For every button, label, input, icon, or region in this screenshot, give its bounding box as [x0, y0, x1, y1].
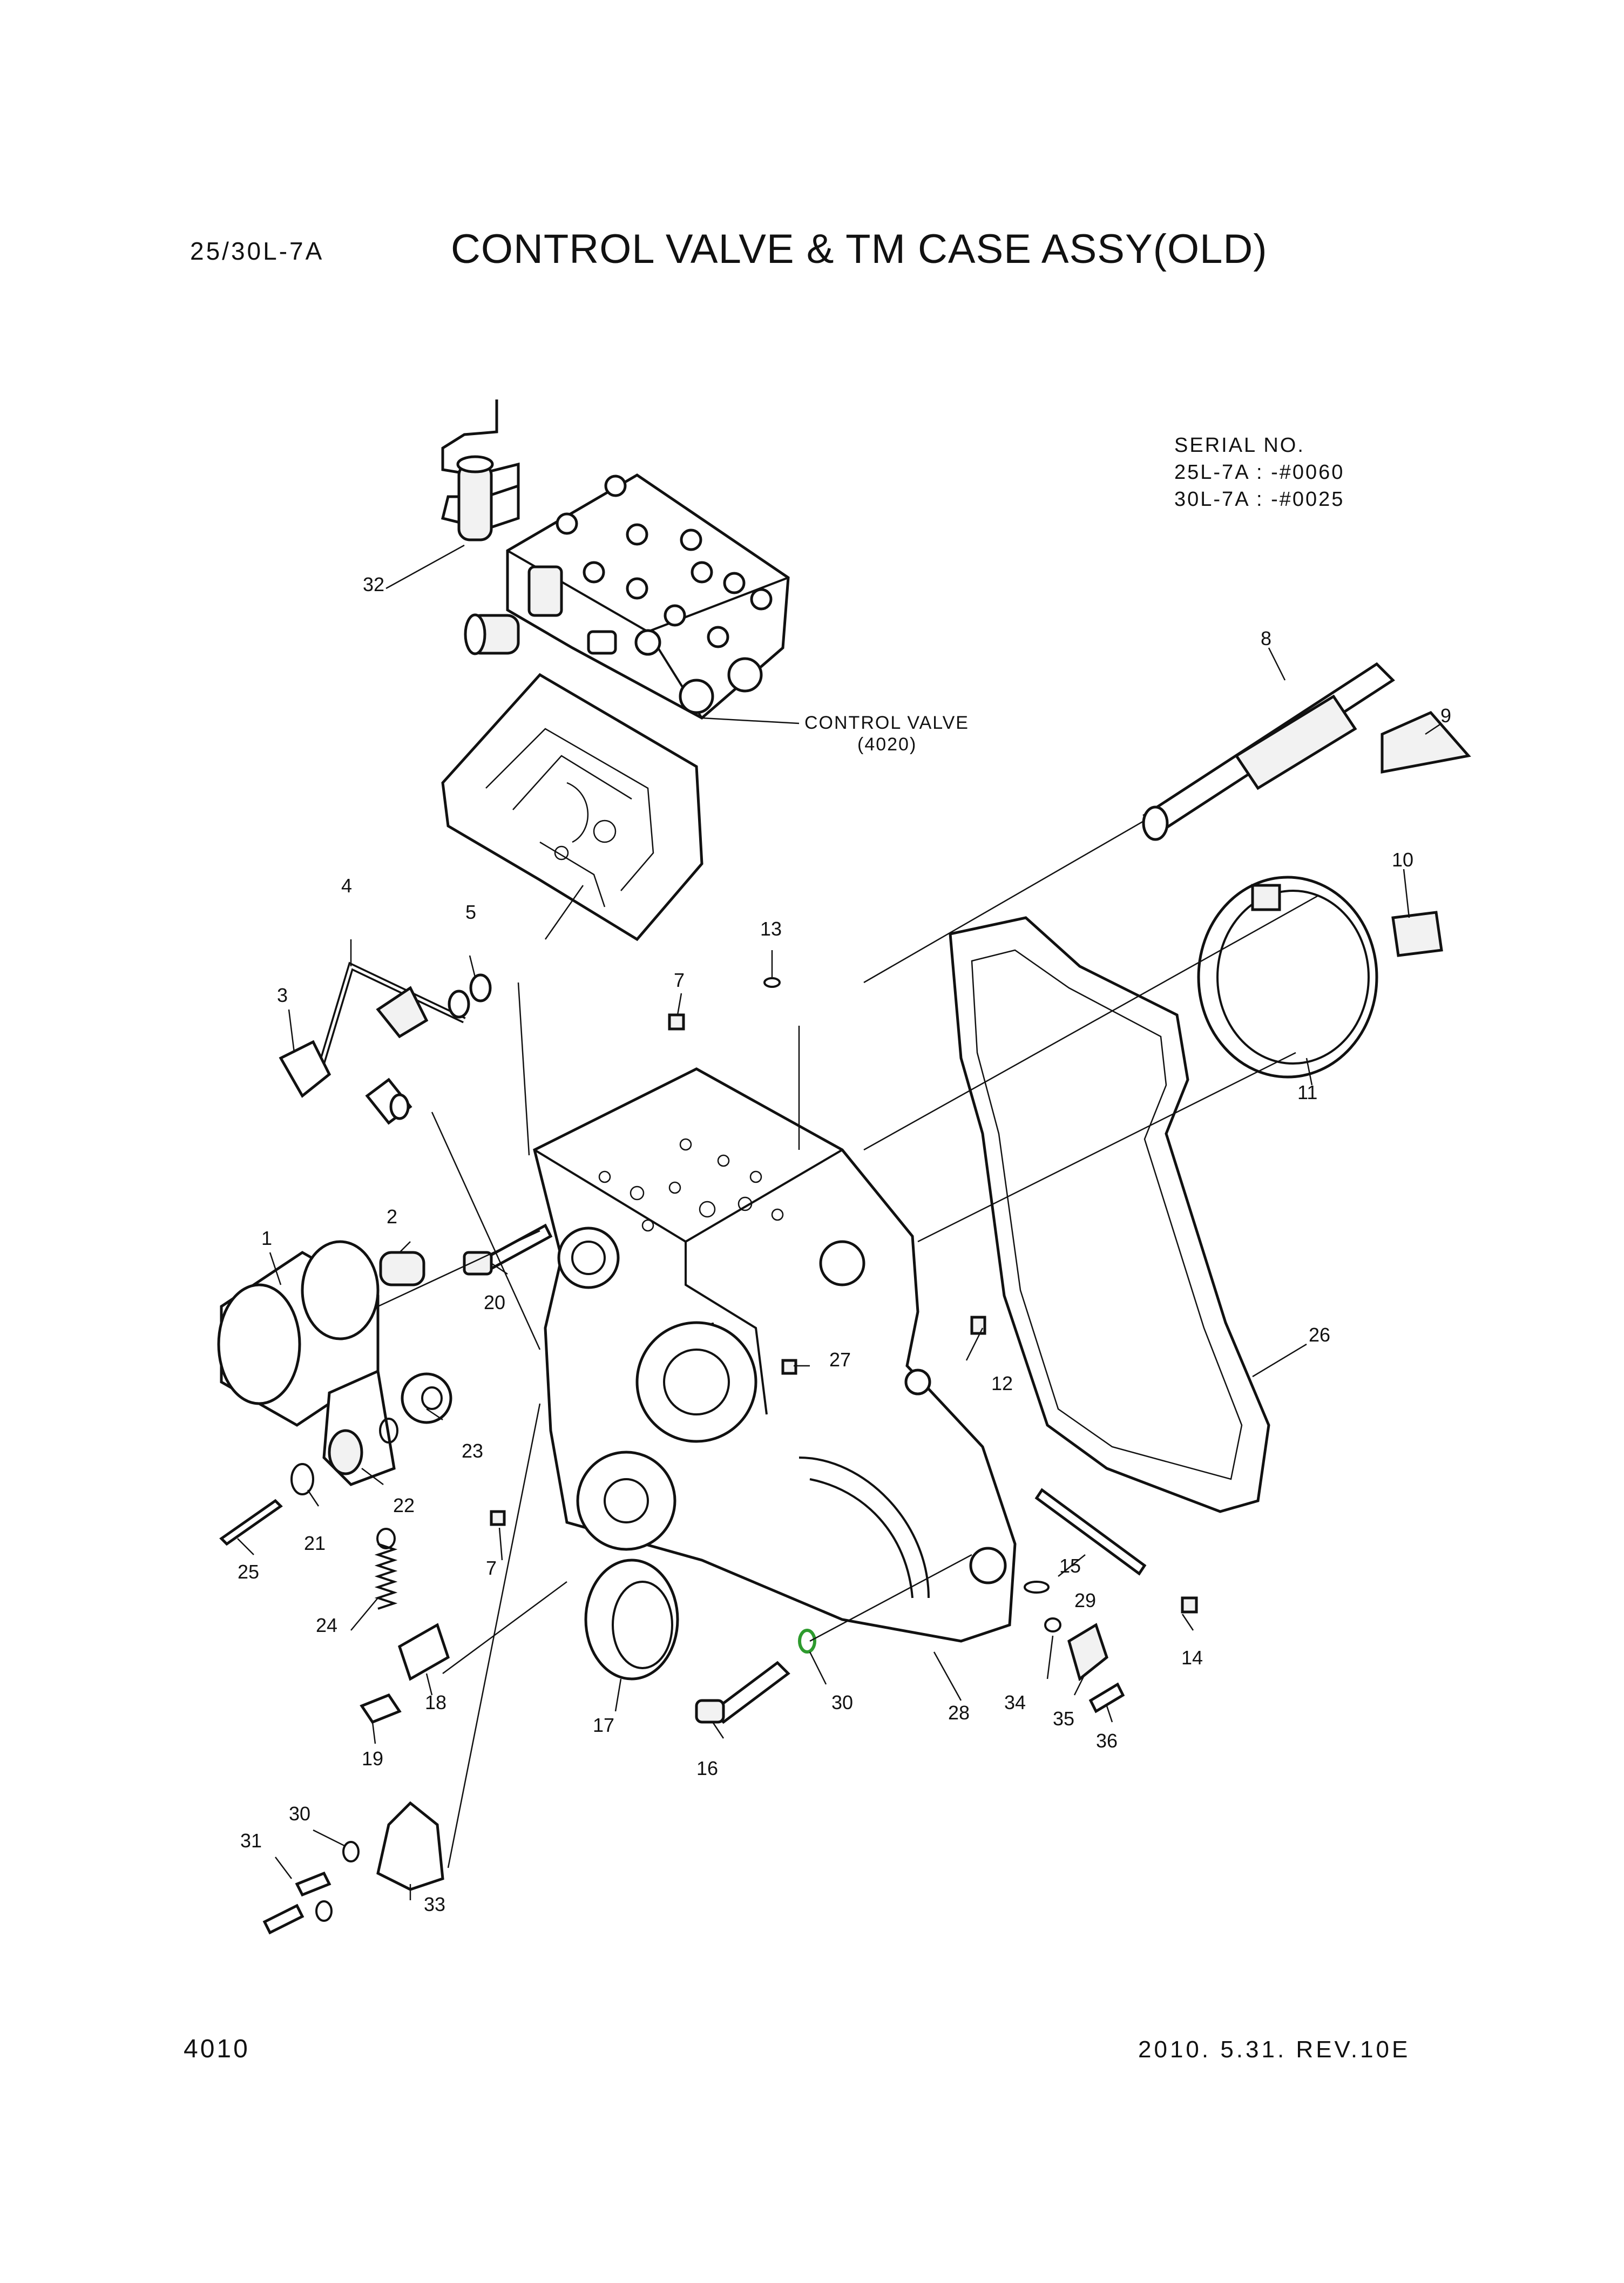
callout-30-lower: 30: [289, 1803, 310, 1825]
highlighted-oring-part-30: [798, 1629, 816, 1654]
callout-36: 36: [1096, 1730, 1118, 1752]
callout-7-bottom: 7: [486, 1557, 497, 1579]
adapter-part-2: [379, 1251, 425, 1286]
callout-8: 8: [1261, 627, 1271, 649]
callout-32: 32: [363, 573, 384, 595]
callout-29: 29: [1074, 1589, 1096, 1611]
leader-lines: [237, 544, 1442, 1900]
callout-27: 27: [829, 1349, 851, 1371]
serial-number-block: SERIAL NO. 25L-7A : -#0060 30L-7A : -#00…: [1174, 432, 1344, 513]
transmission-case: [533, 1067, 1017, 1643]
callout-1: 1: [261, 1227, 272, 1249]
callout-35: 35: [1053, 1708, 1074, 1730]
callout-22: 22: [393, 1494, 415, 1516]
page-title: CONTROL VALVE & TM CASE ASSY(OLD): [451, 226, 1268, 272]
model-code: 25/30L-7A: [190, 237, 324, 265]
callout-18: 18: [425, 1691, 446, 1713]
bracket-part-33: [376, 1801, 444, 1891]
callout-labels: 32 4 5 3 13 7 8 9 10 11 2 1 20 27 12 26 …: [238, 573, 1451, 1915]
callout-3: 3: [277, 984, 288, 1006]
callout-14: 14: [1181, 1647, 1203, 1669]
callout-4: 4: [341, 875, 352, 897]
callout-10: 10: [1392, 849, 1413, 871]
callout-5: 5: [465, 901, 476, 923]
ring-part-23: [401, 1372, 452, 1424]
callout-30-center: 30: [831, 1691, 853, 1713]
callout-20: 20: [484, 1291, 505, 1313]
callout-28: 28: [948, 1702, 970, 1724]
bracket-part-18: [397, 1623, 450, 1681]
seal-part-17: [584, 1559, 679, 1681]
valve-bracket-part-32: [441, 399, 520, 541]
control-valve-ref: (4020): [857, 734, 917, 755]
callout-13: 13: [760, 918, 782, 940]
bolt-part-16: [695, 1661, 790, 1724]
bolt-part-20: [463, 1223, 553, 1276]
pin-part-15: [1034, 1488, 1147, 1576]
callout-26: 26: [1309, 1324, 1330, 1346]
callout-31: 31: [240, 1830, 262, 1852]
callout-19: 19: [362, 1747, 383, 1770]
callout-9: 9: [1440, 704, 1451, 727]
revision-date: 2010. 5.31. REV.10E: [1138, 2036, 1411, 2063]
callout-12: 12: [991, 1372, 1013, 1394]
valve-plate: [441, 673, 703, 941]
callout-33: 33: [424, 1893, 445, 1915]
callout-11: 11: [1297, 1081, 1317, 1103]
serial-heading: SERIAL NO.: [1174, 434, 1305, 457]
callout-25: 25: [238, 1561, 259, 1583]
control-valve-label: CONTROL VALVE: [804, 713, 969, 733]
callout-7-top: 7: [674, 969, 685, 991]
small-parts: [219, 977, 1198, 1935]
callout-34: 34: [1004, 1691, 1026, 1713]
oil-filter-part-1: [217, 1240, 380, 1427]
callout-17: 17: [593, 1714, 614, 1736]
selector-shaft-part-8: [1142, 662, 1395, 841]
callout-16: 16: [696, 1757, 718, 1779]
bracket-part-9: [1381, 710, 1471, 774]
page-number: 4010: [184, 2035, 250, 2063]
callout-23: 23: [462, 1440, 483, 1462]
control-valve-body: [464, 473, 790, 720]
serial-line-25l: 25L-7A : -#0060: [1174, 461, 1345, 484]
case-gasket-part-26: [949, 916, 1270, 1513]
callout-24: 24: [316, 1614, 337, 1636]
stopper-part-35: [1067, 1623, 1108, 1682]
callout-21: 21: [304, 1532, 326, 1554]
serial-line-30l: 30L-7A : -#0025: [1174, 488, 1345, 511]
oil-pipe-part-4: [279, 961, 492, 1125]
brake-band-part-11: [1197, 876, 1378, 1079]
spring-part-24: [374, 1528, 398, 1610]
block-part-10: [1391, 911, 1443, 957]
callout-15: 15: [1059, 1555, 1081, 1577]
callout-2: 2: [387, 1205, 397, 1228]
